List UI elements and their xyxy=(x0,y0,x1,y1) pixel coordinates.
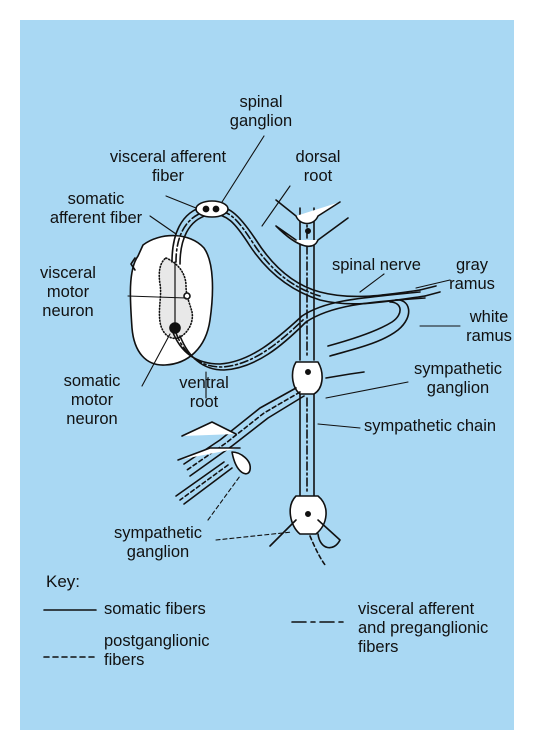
label-visceral-afferent-fiber: visceral afferent fiber xyxy=(92,148,244,186)
key-item-label: somatic fibers xyxy=(104,600,206,619)
label-sympathetic-ganglion-right: sympathetic ganglion xyxy=(408,360,508,398)
leader-sympathetic-ganglion-right xyxy=(326,382,408,398)
label-dorsal-root: dorsal root xyxy=(288,148,348,186)
label-somatic-afferent-fiber: somatic afferent fiber xyxy=(38,190,154,228)
key-title: Key: xyxy=(46,572,80,591)
key-item-label: visceral afferent and preganglionic fibe… xyxy=(358,600,488,657)
leader-sympathetic-chain xyxy=(318,424,360,428)
leader-visceral-afferent xyxy=(166,196,196,208)
diagram-panel: spinal ganglion visceral afferent fiber … xyxy=(20,20,514,730)
leader-dorsal-root xyxy=(262,186,290,226)
label-spinal-nerve: spinal nerve xyxy=(332,256,421,275)
label-spinal-ganglion: spinal ganglion xyxy=(223,93,299,131)
label-ventral-root: ventral root xyxy=(172,374,236,412)
upper-ganglion xyxy=(276,200,348,246)
label-sympathetic-ganglion-bottom: sympathetic ganglion xyxy=(96,524,220,562)
middle-sympathetic-ganglion xyxy=(293,362,323,394)
leader-sympathetic-ganglion-bottom xyxy=(208,476,292,540)
label-sympathetic-chain: sympathetic chain xyxy=(364,417,496,436)
label-white-ramus: white ramus xyxy=(463,308,515,346)
ventral-root-fiber-2 xyxy=(180,298,425,370)
label-gray-ramus: gray ramus xyxy=(448,256,496,294)
leader-spinal-nerve xyxy=(360,274,384,292)
spinal-ganglion xyxy=(196,201,228,217)
key-item-label: postganglionic fibers xyxy=(104,632,210,670)
label-visceral-motor-neuron: visceral motor neuron xyxy=(18,264,118,321)
label-somatic-motor-neuron: somatic motor neuron xyxy=(50,372,134,429)
